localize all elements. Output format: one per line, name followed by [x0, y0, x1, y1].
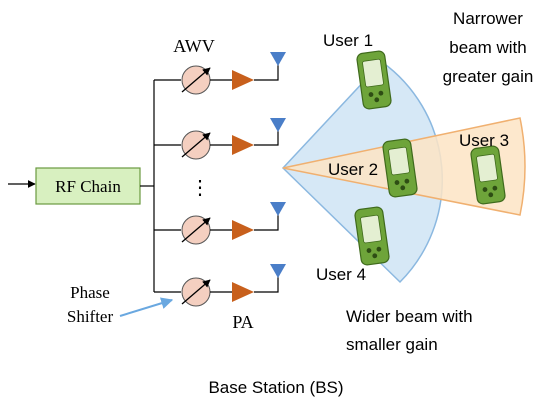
branch-lines — [154, 79, 181, 293]
narrow-beam-label-line2: beam with — [449, 38, 526, 57]
ellipsis-dots: ⋮ — [190, 177, 210, 199]
antenna-icon — [270, 118, 286, 132]
wide-beam-label-line2: smaller gain — [346, 335, 438, 354]
phase-shifter-icon — [181, 65, 211, 95]
shifter-to-amp-lines — [210, 79, 232, 293]
user1-label: User 1 — [323, 31, 373, 50]
user2-label: User 2 — [328, 160, 378, 179]
amplifier-icon — [232, 135, 254, 155]
user3-label: User 3 — [459, 131, 509, 150]
amplifier-icon — [232, 70, 254, 90]
awv-label: AWV — [173, 36, 215, 56]
phase-shifter-label-line2: Shifter — [67, 307, 114, 326]
wide-beam-label-line1: Wider beam with — [346, 307, 473, 326]
caption: Base Station (BS) — [208, 378, 343, 397]
antenna-icon — [270, 52, 286, 66]
antenna-icon — [270, 202, 286, 216]
antenna-feeds — [254, 64, 279, 293]
amplifier-icon — [232, 282, 254, 302]
rf-chain-label: RF Chain — [55, 177, 121, 196]
phase-shifter-icon — [181, 215, 211, 245]
amplifier-icon — [232, 220, 254, 240]
phase-shifter-pointer-arrow — [119, 297, 174, 317]
rf-chain-box — [35, 167, 141, 205]
phase-shifter-icon — [181, 130, 211, 160]
phase-shifter-label-line1: Phase — [70, 283, 110, 302]
antenna-icon — [270, 264, 286, 278]
pa-label: PA — [232, 312, 253, 332]
narrow-beam-label-line1: Narrower — [453, 9, 523, 28]
narrow-beam-label-line3: greater gain — [443, 67, 534, 86]
phase-shifter-icon — [181, 277, 211, 307]
user4-label: User 4 — [316, 265, 366, 284]
